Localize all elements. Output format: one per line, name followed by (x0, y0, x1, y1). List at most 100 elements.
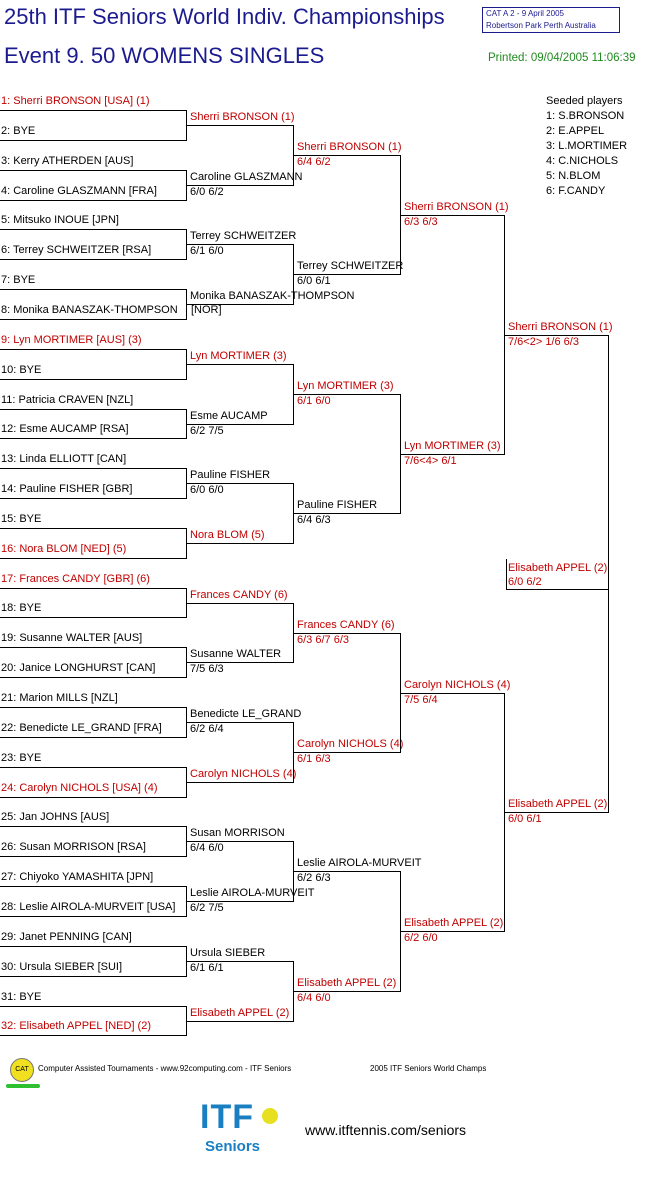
winner-line (293, 274, 400, 275)
seeded-player: 6: F.CANDY (546, 185, 606, 197)
itf-url: www.itftennis.com/seniors (305, 1122, 467, 1138)
draw-entry: 2: BYE (1, 124, 36, 137)
tennis-ball-icon (262, 1108, 278, 1124)
winner-name: Caroline GLASZMANN (190, 171, 303, 183)
printed-timestamp: Printed: 09/04/2005 11:06:39 (488, 52, 636, 64)
draw-entry: 10: BYE (1, 363, 42, 376)
winner-name: Sherri BRONSON (1) (404, 201, 509, 213)
match-score: 6/4 6/0 (190, 842, 224, 854)
entry-line (0, 588, 186, 589)
draw-entry: 29: Janet PENNING [CAN] (1, 930, 132, 943)
winner-line (293, 871, 400, 872)
draw-entry: 24: Carolyn NICHOLS [USA] (4) (1, 781, 158, 794)
entry-line (0, 856, 186, 857)
entry-line (0, 707, 186, 708)
seeded-player: 4: C.NICHOLS (546, 155, 619, 167)
winner-line (186, 901, 293, 902)
winner-line (186, 603, 293, 604)
winner-name: Susanne WALTER (190, 648, 282, 660)
winner-name: Susan MORRISON (190, 827, 285, 839)
winner-name: Elisabeth APPEL (2) (297, 977, 397, 989)
winner-line (400, 693, 504, 694)
entry-line (0, 200, 186, 201)
entry-line (0, 1006, 186, 1007)
winner-name: Pauline FISHER (190, 469, 271, 481)
entry-line (0, 737, 186, 738)
match-score: 6/3 6/3 (404, 216, 438, 228)
winner-name: Monika BANASZAK-THOMPSON (190, 290, 355, 302)
seeded-player: 2: E.APPEL (546, 125, 605, 137)
entry-line (0, 468, 186, 469)
seeded-heading: Seeded players (546, 95, 623, 107)
event-title: Event 9. 50 WOMENS SINGLES (4, 43, 325, 68)
winner-line (186, 961, 293, 962)
winner-line (293, 752, 400, 753)
draw-entry: 22: Benedicte LE_GRAND [FRA] (1, 721, 162, 734)
match-score: 6/1 6/0 (190, 245, 224, 257)
entry-line (0, 558, 186, 559)
entry-line (0, 379, 186, 380)
match-score: 6/1 6/3 (297, 753, 331, 765)
winner-line (186, 782, 293, 783)
match-score: 7/5 6/3 (190, 663, 224, 675)
winner-line (293, 394, 400, 395)
draw-entry: 3: Kerry ATHERDEN [AUS] (1, 154, 134, 167)
winner-line (186, 185, 293, 186)
winner-name: Lyn MORTIMER (3) (404, 440, 501, 452)
winner-line (400, 454, 504, 455)
winner-line (293, 155, 400, 156)
winner-name: Carolyn NICHOLS (4) (297, 738, 404, 750)
match-score: 7/6<2> 1/6 6/3 (508, 336, 579, 348)
winner-line (186, 304, 293, 305)
entry-line (0, 528, 186, 529)
seeded-player: 1: S.BRONSON (546, 110, 625, 122)
entry-line (0, 409, 186, 410)
entry-line (0, 349, 186, 350)
draw-entry: 32: Elisabeth APPEL [NED] (2) (1, 1020, 151, 1033)
category-venue: Robertson Park Perth Australia (486, 21, 596, 30)
draw-entry: 25: Jan JOHNS [AUS] (1, 811, 110, 824)
entry-line (0, 976, 186, 977)
entry-line (0, 438, 186, 439)
entry-line (0, 259, 186, 260)
entry-line (0, 170, 186, 171)
winner-name: Terrey SCHWEITZER (297, 260, 404, 272)
match-score: 6/4 6/3 (297, 514, 331, 526)
draw-entry: 27: Chiyoko YAMASHITA [JPN] (1, 871, 154, 884)
draw-entry: 8: Monika BANASZAK-THOMPSON (1, 303, 178, 316)
match-score: 6/2 7/5 (190, 425, 224, 437)
entry-line (0, 797, 186, 798)
seeded-player: 3: L.MORTIMER (546, 140, 628, 152)
category-dates: CAT A 2 - 9 April 2005 (486, 9, 564, 18)
draw-entry: 19: Susanne WALTER [AUS] (1, 632, 143, 645)
draw-entry: 4: Caroline GLASZMANN [FRA] (1, 184, 157, 197)
itf-logo: ITF (200, 1098, 254, 1136)
draw-entry: 31: BYE (1, 990, 42, 1003)
match-score: 6/2 6/0 (404, 932, 438, 944)
match-score: 6/0 6/1 (297, 275, 331, 287)
draw-entry: 12: Esme AUCAMP [RSA] (1, 423, 129, 436)
cat-logo-underline (6, 1084, 40, 1088)
winner-line (186, 125, 293, 126)
winner-line (400, 215, 504, 216)
draw-entry: 20: Janice LONGHURST [CAN] (1, 662, 156, 675)
winner-line (186, 1021, 293, 1022)
winner-name: Elisabeth APPEL (2) (404, 917, 504, 929)
cat-logo: CAT (10, 1058, 34, 1082)
match-score: 6/2 7/5 (190, 902, 224, 914)
winner-name: Leslie AIROLA-MURVEIT (297, 857, 422, 869)
entry-line (0, 617, 186, 618)
winner-line (400, 931, 504, 932)
match-score: 6/4 6/2 (297, 156, 331, 168)
category-box: CAT A 2 - 9 April 2005 Robertson Park Pe… (482, 7, 620, 33)
draw-entry: 11: Patricia CRAVEN [NZL] (1, 393, 134, 406)
champion-box-left (506, 559, 507, 590)
winner-line (293, 633, 400, 634)
winner-name: Frances CANDY (6) (190, 589, 288, 601)
final-score: 6/0 6/2 (508, 576, 542, 588)
winner-name: Sherri BRONSON (1) (297, 141, 402, 153)
match-score: 6/4 6/0 (297, 992, 331, 1004)
winner-line (504, 335, 608, 336)
winner-name: Esme AUCAMP (190, 410, 268, 422)
match-score: 7/5 6/4 (404, 694, 438, 706)
